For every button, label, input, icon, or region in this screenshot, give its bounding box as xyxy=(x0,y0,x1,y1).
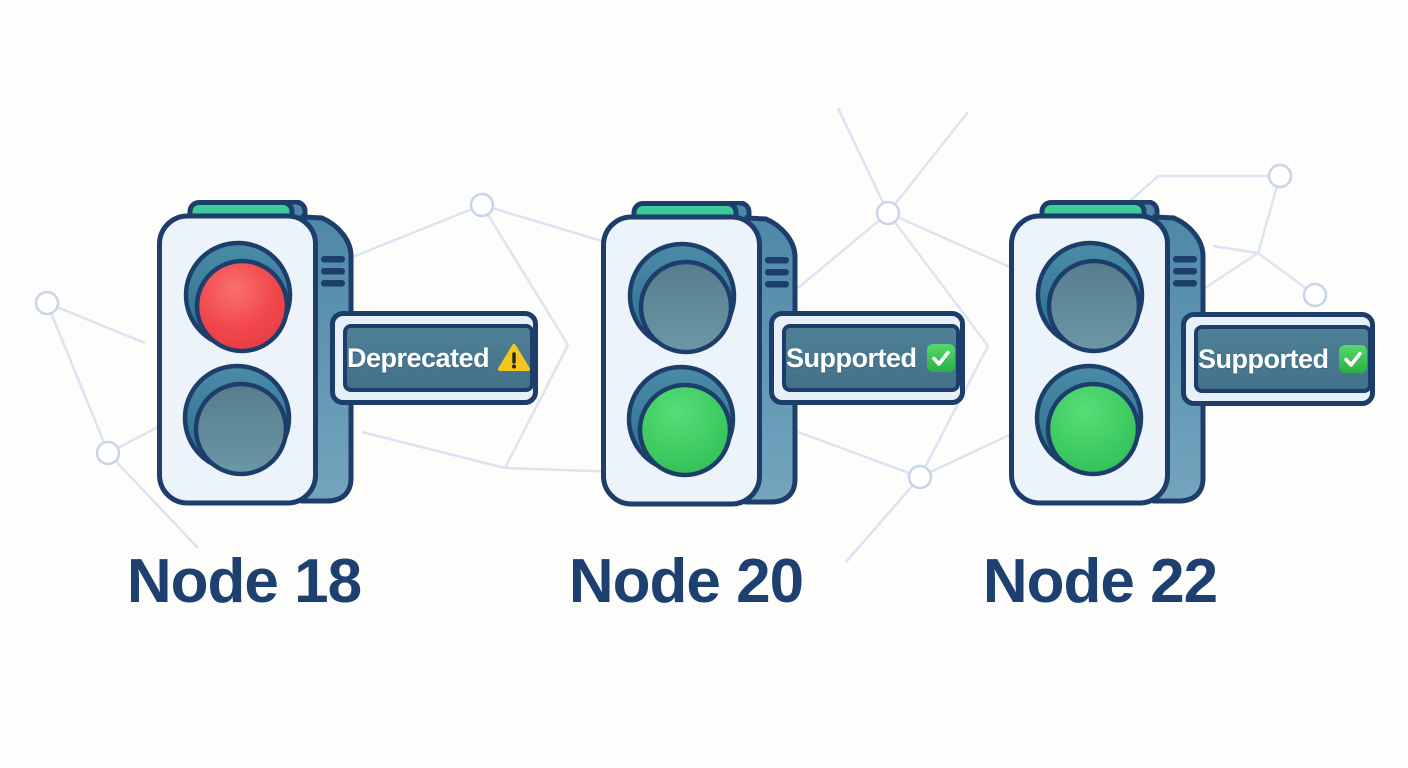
version-label-node-18: Node 18 xyxy=(126,547,362,616)
traffic-light-node-20 xyxy=(601,201,798,507)
check-icon xyxy=(926,344,955,372)
bottom-lamp xyxy=(1045,381,1141,477)
vent-slot-icon xyxy=(1173,280,1197,287)
mesh-node xyxy=(95,440,121,466)
traffic-light-node-22 xyxy=(1009,200,1206,506)
status-badge-text: Deprecated xyxy=(347,342,490,373)
status-badge-node-22: Supported xyxy=(1181,312,1375,406)
status-badge-text: Supported xyxy=(1198,343,1329,374)
vent-slot-icon xyxy=(1173,256,1197,263)
mesh-node xyxy=(1267,163,1293,189)
status-badge-text: Supported xyxy=(786,342,917,373)
mesh-node xyxy=(1302,282,1328,308)
vent-slot-icon xyxy=(765,281,789,288)
check-icon xyxy=(1338,345,1367,373)
mesh-node xyxy=(34,290,60,316)
version-label-node-20: Node 20 xyxy=(568,547,804,616)
vent-slot-icon xyxy=(321,256,345,263)
mesh-node xyxy=(875,200,901,226)
status-badge-node-18: Deprecated xyxy=(330,311,538,405)
vent-slot-icon xyxy=(765,269,789,276)
vent-slot-icon xyxy=(321,280,345,287)
vent-slot-icon xyxy=(321,268,345,275)
warning-icon xyxy=(498,344,531,371)
top-lamp xyxy=(638,259,734,355)
version-label-node-22: Node 22 xyxy=(982,547,1218,616)
status-badge-node-20: Supported xyxy=(769,311,965,405)
bottom-lamp xyxy=(193,381,289,477)
mesh-node xyxy=(469,192,495,218)
traffic-light-node-18 xyxy=(157,200,354,506)
bottom-lamp xyxy=(637,382,733,478)
top-lamp xyxy=(1046,258,1142,354)
status-badge-panel: Supported xyxy=(782,324,960,392)
top-lamp xyxy=(194,258,290,354)
status-badge-panel: Deprecated xyxy=(343,324,535,392)
status-badge-panel: Supported xyxy=(1194,325,1372,393)
mesh-node xyxy=(907,464,933,490)
vent-slot-icon xyxy=(1173,268,1197,275)
vent-slot-icon xyxy=(765,257,789,264)
